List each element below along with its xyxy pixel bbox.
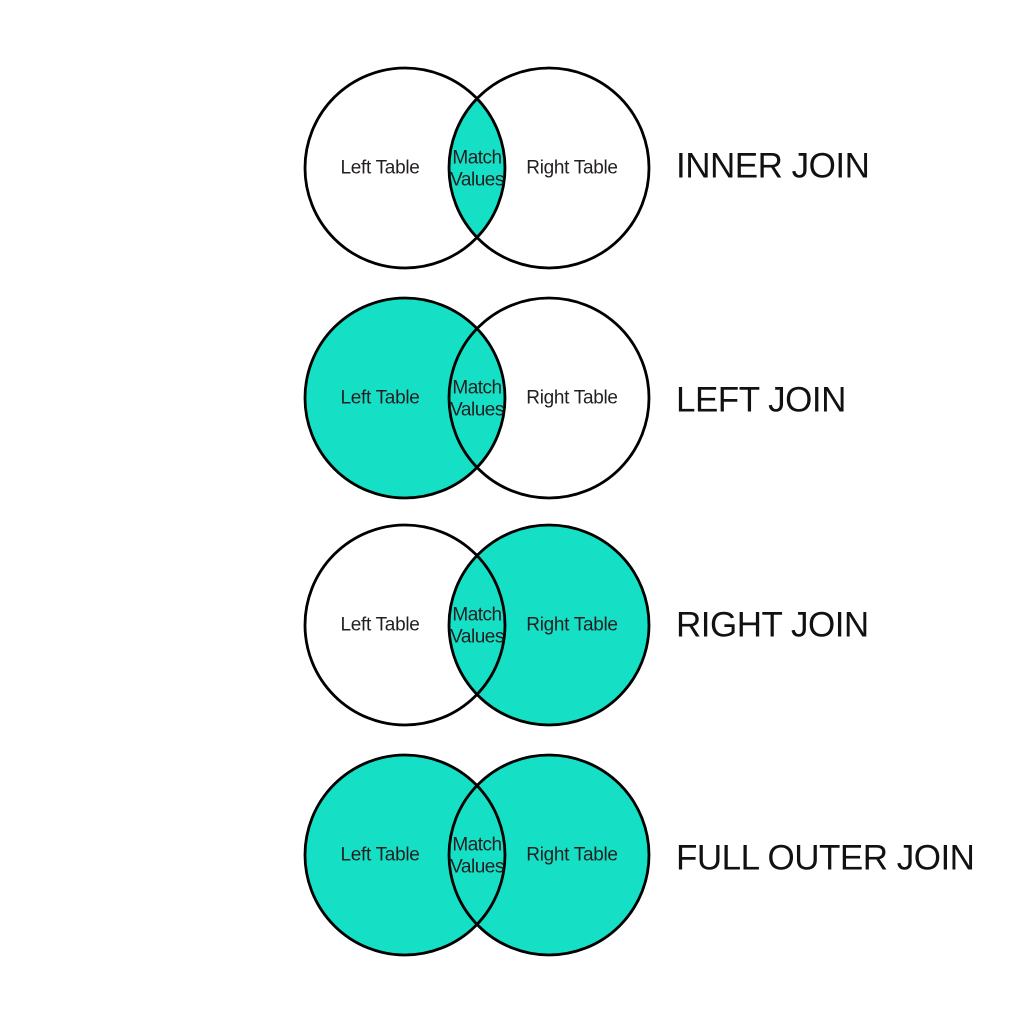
match-values-label-line2: Values xyxy=(450,627,504,648)
match-values-label-line2: Values xyxy=(450,857,504,878)
overlap-region xyxy=(448,98,506,238)
join-type-label: LEFT JOIN xyxy=(676,381,846,420)
right-table-label: Right Table xyxy=(526,158,617,179)
left-circle-outline xyxy=(303,523,507,727)
right-table-label: Right Table xyxy=(526,388,617,409)
full-outer-join-venn: Left Table Right Table Match Values FULL… xyxy=(303,753,975,957)
left-circle-fill xyxy=(305,755,505,955)
left-table-label: Left Table xyxy=(340,615,419,636)
overlap-region xyxy=(448,785,506,925)
right-circle-fill xyxy=(449,755,649,955)
left-circle-outline xyxy=(303,66,507,270)
right-circle-fill xyxy=(449,68,649,268)
overlap-region xyxy=(448,555,506,695)
right-circle-outline xyxy=(447,523,651,727)
left-table-label: Left Table xyxy=(340,158,419,179)
right-circle-fill xyxy=(449,525,649,725)
right-join-venn: Left Table Right Table Match Values RIGH… xyxy=(303,523,869,727)
match-values-label-line2: Values xyxy=(450,400,504,421)
left-table-label: Left Table xyxy=(340,845,419,866)
overlap-region xyxy=(448,328,506,468)
right-circle-outline xyxy=(447,66,651,270)
join-type-label: INNER JOIN xyxy=(676,147,869,186)
join-diagram-left: Left Table Right Table Match Values LEFT… xyxy=(0,283,1024,513)
right-circle-outline xyxy=(447,296,651,500)
join-diagram-right: Left Table Right Table Match Values RIGH… xyxy=(0,510,1024,740)
right-table-label: Right Table xyxy=(526,845,617,866)
left-join-venn: Left Table Right Table Match Values LEFT… xyxy=(303,296,846,500)
right-circle-fill xyxy=(449,298,649,498)
join-diagram-full-outer: Left Table Right Table Match Values FULL… xyxy=(0,740,1024,970)
left-circle-fill xyxy=(305,68,505,268)
right-circle-outline xyxy=(447,753,651,957)
match-values-label-line1: Match xyxy=(452,835,501,856)
join-diagram-inner: Left Table Right Table Match Values INNE… xyxy=(0,53,1024,283)
inner-join-venn: Left Table Right Table Match Values INNE… xyxy=(303,66,870,270)
left-circle-outline xyxy=(303,753,507,957)
join-type-label: FULL OUTER JOIN xyxy=(676,839,974,878)
match-values-label-line1: Match xyxy=(452,148,501,169)
join-type-label: RIGHT JOIN xyxy=(676,606,869,645)
left-circle-outline xyxy=(303,296,507,500)
right-table-label: Right Table xyxy=(526,615,617,636)
left-table-label: Left Table xyxy=(340,388,419,409)
match-values-label-line1: Match xyxy=(452,378,501,399)
left-circle-fill xyxy=(305,525,505,725)
match-values-label-line1: Match xyxy=(452,605,501,626)
match-values-label-line2: Values xyxy=(450,170,504,191)
left-circle-fill xyxy=(305,298,505,498)
